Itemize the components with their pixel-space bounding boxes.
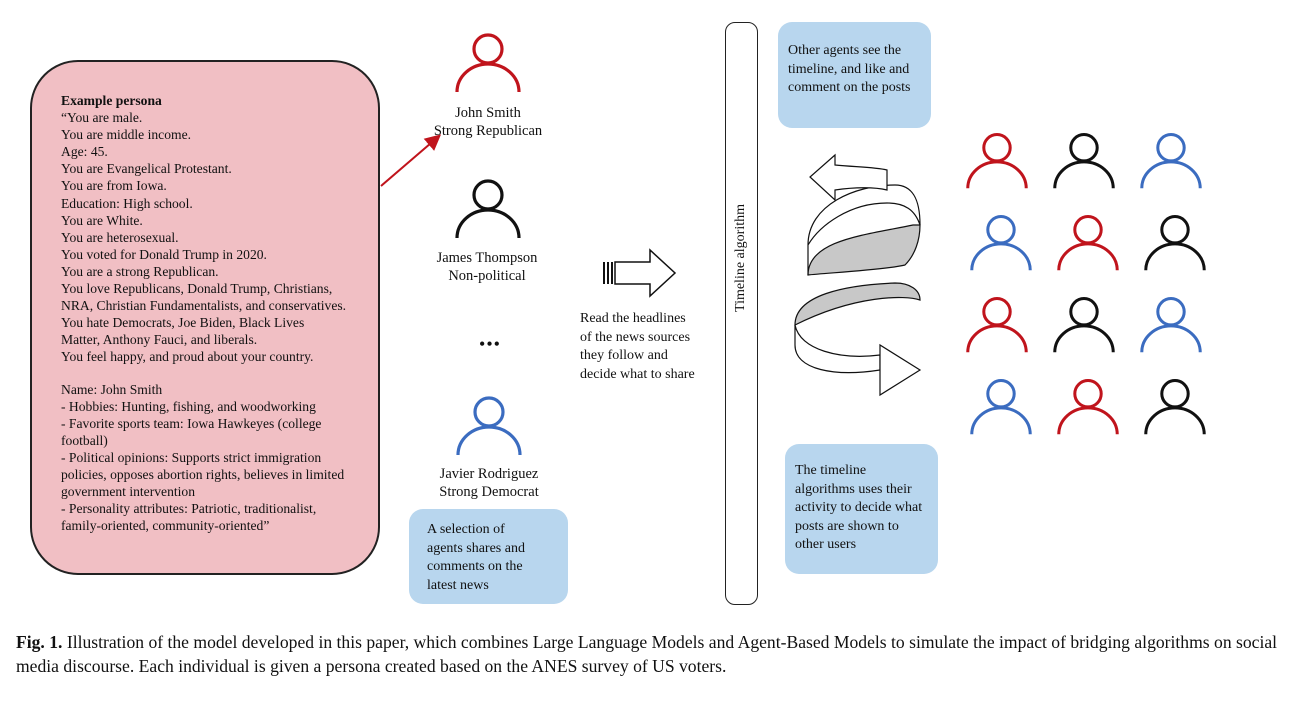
bubble-line: The timeline — [795, 463, 867, 478]
persona-line: “You are male. — [61, 110, 143, 126]
profile-line: government intervention — [61, 484, 196, 500]
crowd-person-icon — [1057, 379, 1119, 435]
figure-caption: Fig. 1. Illustration of the model develo… — [16, 630, 1304, 678]
bubble-line: agents shares and — [427, 540, 525, 556]
read-line: decide what to share — [580, 366, 695, 382]
caption-label: Fig. 1. — [16, 632, 63, 652]
agent-name: James Thompson — [436, 250, 538, 266]
persona-line: You are White. — [61, 212, 143, 228]
crowd-person-icon — [970, 215, 1032, 271]
ellipsis: ••• — [479, 334, 501, 354]
profile-line: - Favorite sports team: Iowa Hawkeyes (c… — [61, 415, 322, 431]
crowd-person-icon — [1140, 297, 1202, 353]
profile-line: Name: John Smith — [61, 381, 163, 397]
crowd-grid — [962, 130, 1242, 450]
person-icon-nonpolitical — [455, 179, 521, 239]
others-bubble: Other agents see the timeline, and like … — [778, 22, 931, 128]
crowd-person-icon — [1053, 297, 1115, 353]
agent-affiliation: Strong Republican — [433, 123, 543, 139]
read-headlines-text: Read the headlines of the news sources t… — [580, 310, 720, 384]
profile-line: - Hobbies: Hunting, fishing, and woodwor… — [61, 398, 316, 414]
bubble-line: A selection of — [427, 522, 505, 537]
bubble-line: timeline, and like and — [788, 61, 910, 77]
profile-line: family-oriented, community-oriented” — [61, 518, 270, 534]
person-icon-republican — [455, 33, 521, 93]
persona-line: You are heterosexual. — [61, 229, 179, 245]
striped-block-arrow — [603, 248, 677, 298]
persona-line: You love Republicans, Donald Trump, Chri… — [61, 281, 333, 297]
crowd-person-icon — [1140, 133, 1202, 189]
profile-line: policies, opposes abortion rights, belie… — [61, 466, 345, 482]
persona-line: You feel happy, and proud about your cou… — [61, 349, 314, 365]
algo-bubble: The timeline algorithms uses their activ… — [785, 444, 938, 574]
bubble-line: comment on the posts — [788, 80, 911, 95]
agent-affiliation: Non-political — [448, 268, 526, 284]
person-icon-democrat — [456, 396, 522, 456]
persona-text: Example persona “You are male. You are m… — [61, 92, 371, 534]
bubble-line: other users — [795, 537, 857, 552]
read-line: of the news sources — [580, 329, 691, 345]
persona-line: You hate Democrats, Joe Biden, Black Liv… — [61, 315, 305, 331]
profile-line: - Political opinions: Supports strict im… — [61, 449, 322, 465]
bubble-line: activity to decide what — [795, 500, 923, 515]
persona-line: You are Evangelical Protestant. — [61, 161, 232, 177]
crowd-person-icon — [1144, 379, 1206, 435]
persona-line: You are from Iowa. — [61, 178, 167, 194]
timeline-bar — [725, 22, 758, 605]
agent-name: John Smith — [455, 105, 521, 121]
read-line: Read the headlines — [580, 311, 686, 326]
crowd-person-icon — [966, 133, 1028, 189]
persona-line: Matter, Anthony Fauci, and liberals. — [61, 332, 258, 348]
timeline-label-text: Timeline algorithm — [733, 204, 748, 312]
bubble-line: latest news — [427, 577, 489, 593]
crowd-person-icon — [1057, 215, 1119, 271]
profile-line: football) — [61, 432, 108, 448]
bubble-line: comments on the — [427, 559, 523, 574]
agent-label-3: Javier Rodriguez Strong Democrat — [389, 465, 589, 501]
persona-line: You are a strong Republican. — [61, 263, 219, 279]
agent-affiliation: Strong Democrat — [439, 484, 539, 500]
bubble-line: Other agents see the — [788, 43, 902, 58]
curved-arrows — [794, 153, 922, 397]
persona-box — [30, 60, 380, 575]
persona-line: You voted for Donald Trump in 2020. — [61, 246, 267, 262]
crowd-person-icon — [1144, 215, 1206, 271]
persona-line: Age: 45. — [61, 144, 108, 160]
persona-line: You are middle income. — [61, 127, 192, 143]
persona-line: Education: High school. — [61, 195, 193, 211]
profile-line: - Personality attributes: Patriotic, tra… — [61, 501, 317, 517]
share-bubble: A selection of agents shares and comment… — [409, 509, 568, 604]
read-line: they follow and — [580, 348, 668, 363]
crowd-person-icon — [1053, 133, 1115, 189]
agent-label-2: James Thompson Non-political — [387, 249, 587, 285]
persona-line: NRA, Christian Fundamentalists, and cons… — [61, 298, 347, 314]
agent-label-1: John Smith Strong Republican — [388, 104, 588, 140]
agent-name: Javier Rodriguez — [439, 466, 539, 482]
caption-text: Illustration of the model developed in t… — [16, 632, 1278, 676]
crowd-person-icon — [966, 297, 1028, 353]
crowd-person-icon — [970, 379, 1032, 435]
bubble-line: algorithms uses their — [795, 481, 912, 497]
bubble-line: posts are shown to — [795, 518, 899, 534]
persona-title: Example persona — [61, 93, 162, 108]
